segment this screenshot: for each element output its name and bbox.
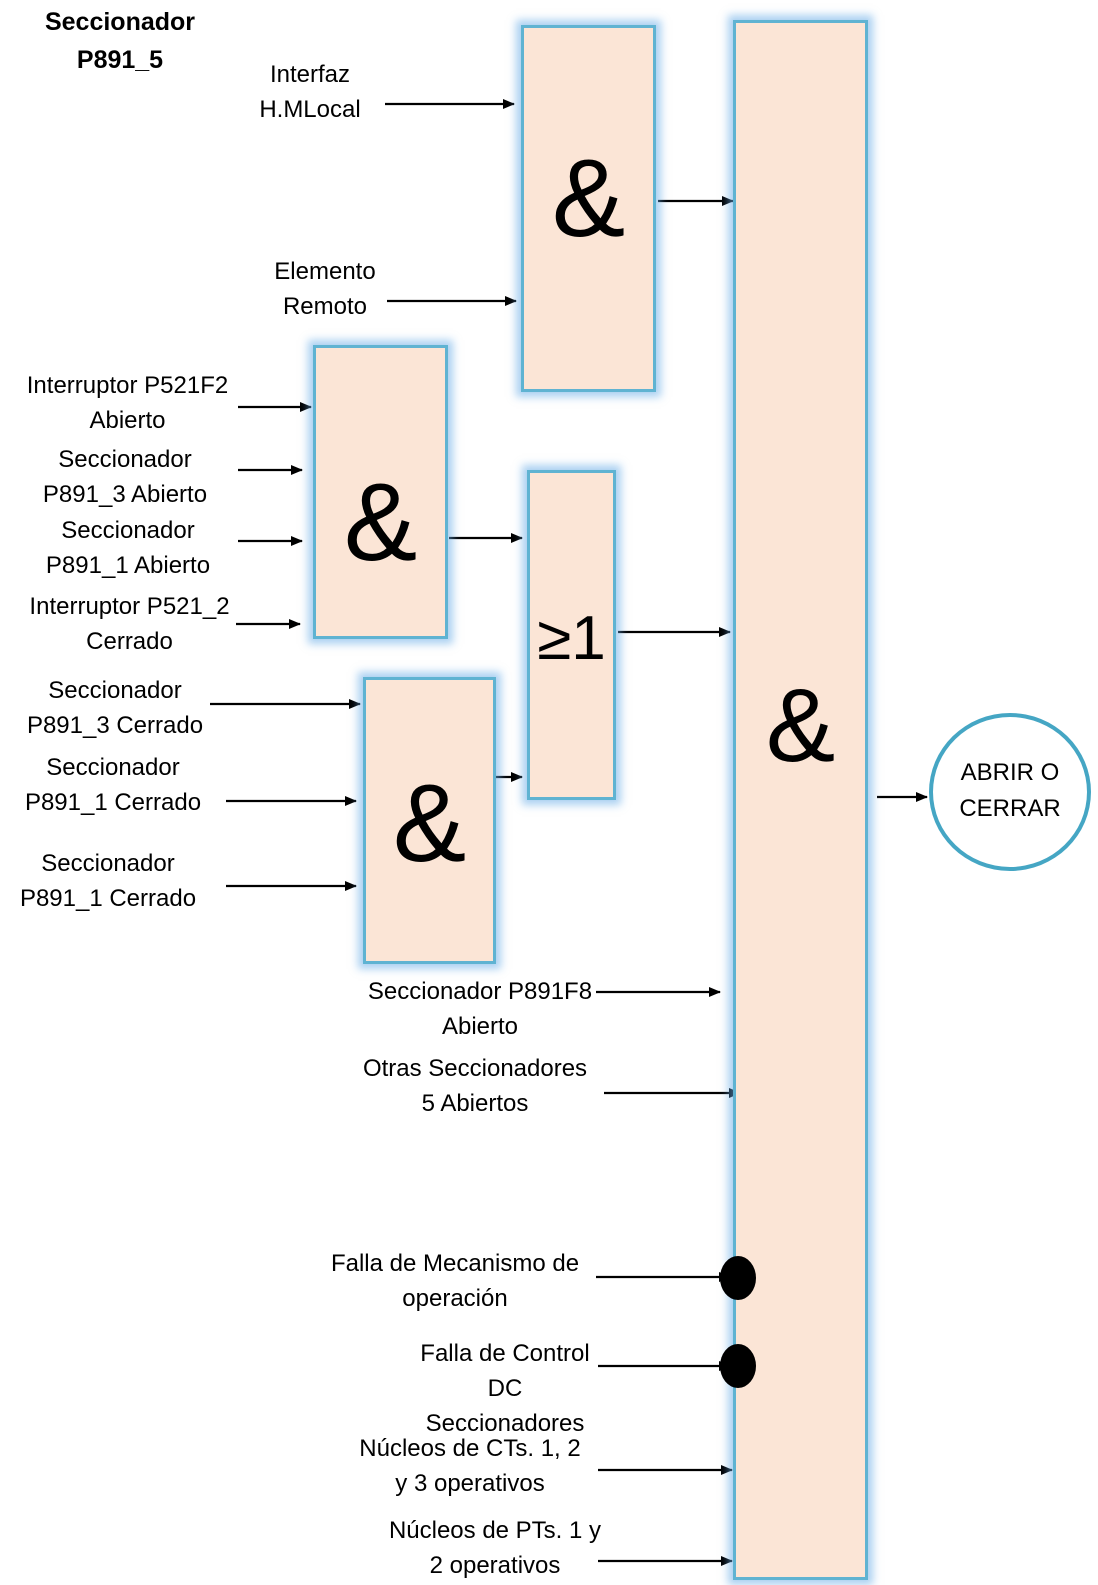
label-line: Seccionador bbox=[61, 517, 195, 544]
label-line: P891_3 Cerrado bbox=[26, 712, 204, 739]
label-line: Seccionador bbox=[46, 754, 180, 781]
label-sec-p891-1-ab: Seccionador P891_1 Abierto bbox=[28, 513, 228, 583]
label-line: Seccionador bbox=[48, 677, 182, 704]
label-sec-p891-3-ce: Seccionador P891_3 Cerrado bbox=[10, 673, 220, 743]
gate3-symbol: ≥1 bbox=[537, 604, 606, 673]
output-label: ABRIR O CERRAR bbox=[933, 755, 1087, 827]
gate1-symbol: & bbox=[551, 137, 626, 260]
or-gate: ≥1 bbox=[527, 470, 616, 800]
label-line: P891_1 Abierto bbox=[45, 552, 211, 579]
title-line2: P891_5 bbox=[76, 46, 164, 74]
label-line: y 3 operativos bbox=[395, 1470, 545, 1497]
label-line: Falla de Mecanismo de bbox=[330, 1250, 580, 1277]
label-sec-p891-1-ce-a: Seccionador P891_1 Cerrado bbox=[8, 750, 218, 820]
label-line: P891_1 Cerrado bbox=[19, 885, 197, 912]
label-line: P891_3 Abierto bbox=[42, 481, 208, 508]
and-gate-abierto: & bbox=[313, 345, 448, 639]
label-sec-p891f8: Seccionador P891F8 Abierto bbox=[345, 974, 615, 1044]
label-int-p521f2: Interruptor P521F2 Abierto bbox=[10, 368, 245, 438]
label-line: P891_1 Cerrado bbox=[24, 789, 202, 816]
label-line: Seccionadores bbox=[425, 1410, 585, 1437]
label-line: Interfaz bbox=[269, 61, 351, 88]
label-nucleos-ct: Núcleos de CTs. 1, 2 y 3 operativos bbox=[335, 1431, 605, 1501]
label-line: Núcleos de PTs. 1 y bbox=[388, 1517, 602, 1544]
label-falla-mec: Falla de Mecanismo de operación bbox=[310, 1246, 600, 1316]
label-line: Seccionador bbox=[41, 850, 175, 877]
inversion-bubble-falla-mec bbox=[720, 1256, 756, 1300]
label-int-p521-2: Interruptor P521_2 Cerrado bbox=[12, 589, 247, 659]
label-line: Falla de Control bbox=[420, 1340, 590, 1367]
label-line: Seccionador bbox=[58, 446, 192, 473]
title-line1: Seccionador bbox=[44, 8, 196, 36]
output-circle: ABRIR O CERRAR bbox=[929, 713, 1091, 871]
inversion-bubble-falla-ctrl bbox=[720, 1344, 756, 1388]
label-line: DC bbox=[487, 1375, 523, 1402]
gate4-symbol: & bbox=[392, 762, 467, 885]
label-line: H.MLocal bbox=[259, 96, 361, 123]
label-line: 5 Abiertos bbox=[421, 1090, 529, 1117]
label-nucleos-pt: Núcleos de PTs. 1 y 2 operativos bbox=[365, 1513, 625, 1583]
label-line: Interruptor P521F2 bbox=[26, 372, 229, 399]
label-line: Cerrado bbox=[86, 628, 173, 655]
label-line: Abierto bbox=[441, 1013, 519, 1040]
label-sec-p891-1-ce-b: Seccionador P891_1 Cerrado bbox=[3, 846, 213, 916]
label-line: Seccionador P891F8 bbox=[367, 978, 593, 1005]
label-line: Elemento bbox=[274, 258, 376, 285]
label-line: Otras Seccionadores bbox=[362, 1055, 588, 1082]
label-elemento: Elemento Remoto bbox=[260, 254, 390, 324]
and-gate-remote-local: & bbox=[521, 25, 656, 392]
gate2-symbol: & bbox=[343, 461, 418, 584]
label-line: 2 operativos bbox=[429, 1552, 561, 1579]
label-otras: Otras Seccionadores 5 Abiertos bbox=[340, 1051, 610, 1121]
label-falla-ctrl: Falla de Control DC Seccionadores bbox=[390, 1336, 620, 1441]
diagram-title: Seccionador P891_5 bbox=[20, 3, 220, 79]
and-gate-cerrado: & bbox=[363, 677, 496, 964]
label-line: Interruptor P521_2 bbox=[29, 593, 230, 620]
main-gate-symbol: & bbox=[765, 668, 836, 784]
output-line1: ABRIR O bbox=[960, 759, 1060, 786]
output-line2: CERRAR bbox=[959, 795, 1061, 822]
label-line: Núcleos de CTs. 1, 2 bbox=[359, 1435, 581, 1462]
label-line: operación bbox=[402, 1285, 508, 1312]
main-and-gate: & bbox=[733, 20, 868, 1580]
label-line: Remoto bbox=[282, 293, 368, 320]
label-line: Abierto bbox=[89, 407, 166, 434]
label-sec-p891-3-ab: Seccionador P891_3 Abierto bbox=[25, 442, 225, 512]
label-interfaz: Interfaz H.MLocal bbox=[240, 57, 380, 127]
